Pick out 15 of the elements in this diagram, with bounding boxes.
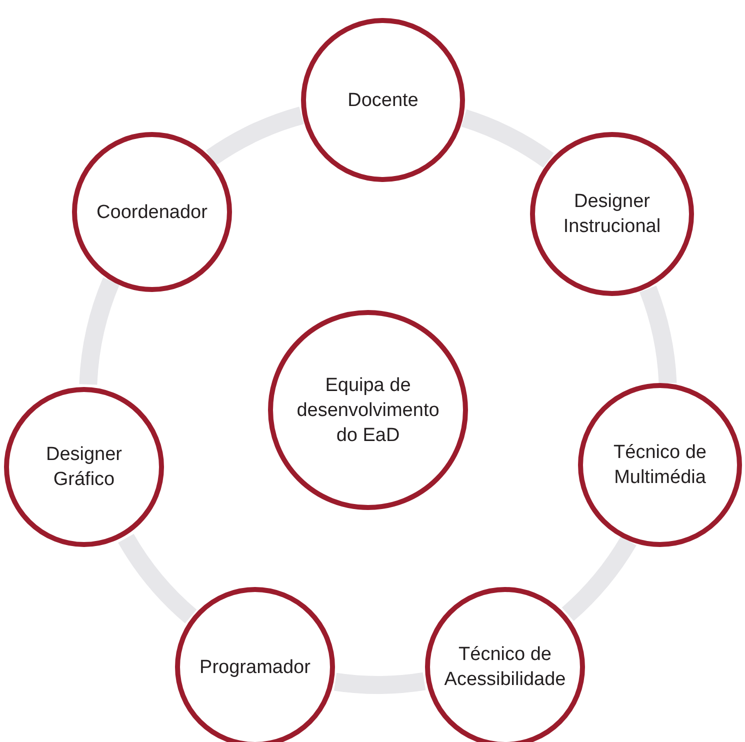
node-label: Docente [346, 88, 420, 112]
node-label: Equipa de desenvolvimento do EaD [296, 374, 440, 448]
node-label: Coordenador [96, 200, 208, 224]
node-label: Designer Instrucional [562, 190, 662, 239]
ring-connector [206, 106, 304, 166]
ring-connector [118, 534, 197, 624]
node-label: Técnico de Acessibilidade [443, 643, 567, 692]
ring-connector [460, 110, 554, 168]
node-label: Técnico de Multimédia [612, 441, 708, 490]
ring-connector [79, 278, 120, 386]
ring-connector [334, 672, 426, 694]
ring-connector [639, 286, 677, 384]
node-label: Designer Gráfico [44, 443, 124, 492]
node-label: Programador [198, 656, 312, 680]
ring-connector [562, 536, 636, 621]
